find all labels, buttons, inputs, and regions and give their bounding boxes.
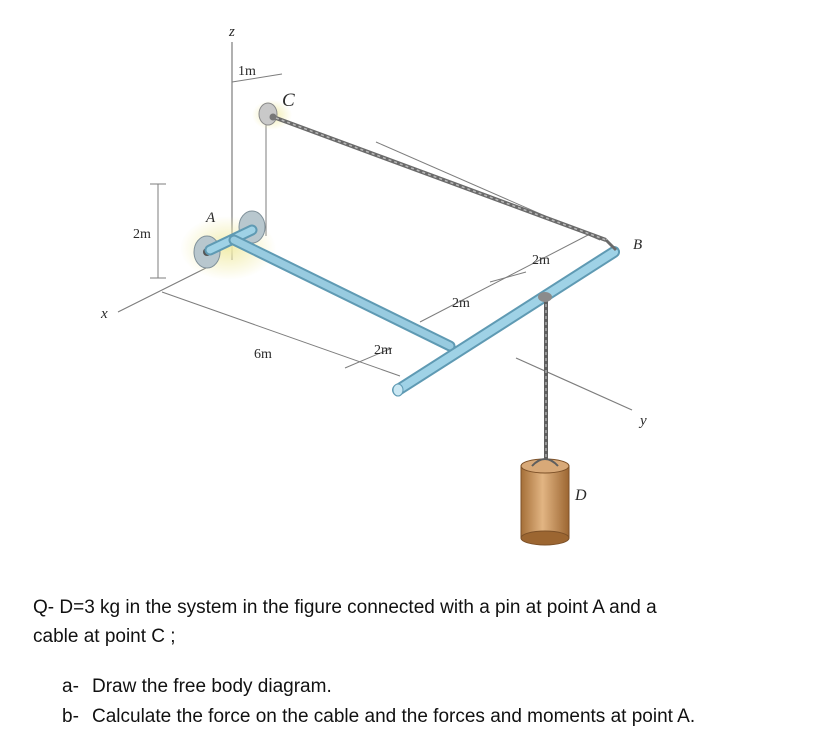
statics-figure: z x y A B C D 1m 2m 6m 2m 2m 2m (100, 24, 647, 546)
part-a-text: Draw the free body diagram. (92, 676, 332, 697)
question-line-1: Q- D=3 kg in the system in the figure co… (33, 597, 657, 618)
dim-label-6m: 6m (254, 347, 272, 362)
part-b-marker: b- (62, 706, 79, 727)
part-a: a- Draw the free body diagram. (62, 672, 695, 702)
weight-d (520, 458, 570, 546)
point-label-d: D (574, 487, 587, 504)
axis-label-y: y (638, 413, 647, 429)
dim-label-2m-height: 2m (133, 227, 151, 242)
part-a-marker: a- (62, 676, 79, 697)
point-label-a: A (205, 210, 216, 226)
dim-label-2m-mid: 2m (452, 296, 470, 311)
part-b-text: Calculate the force on the cable and the… (92, 706, 696, 727)
support-c (252, 100, 292, 130)
rod-assembly (204, 224, 620, 397)
point-label-c: C (282, 90, 295, 111)
dim-label-1m: 1m (238, 64, 256, 79)
question-parts: a- Draw the free body diagram. b- Calculat… (62, 672, 695, 732)
dim-label-2m-right: 2m (532, 253, 550, 268)
cable (275, 116, 618, 464)
axis-label-z: z (228, 24, 235, 40)
dim-label-2m-front: 2m (374, 343, 392, 358)
axis-label-x: x (100, 306, 108, 322)
question-text: Q- D=3 kg in the system in the figure co… (33, 593, 803, 651)
question-line-2: cable at point C ; (33, 626, 176, 647)
part-b: b- Calculate the force on the cable and t… (62, 702, 695, 732)
point-label-b: B (633, 237, 642, 253)
